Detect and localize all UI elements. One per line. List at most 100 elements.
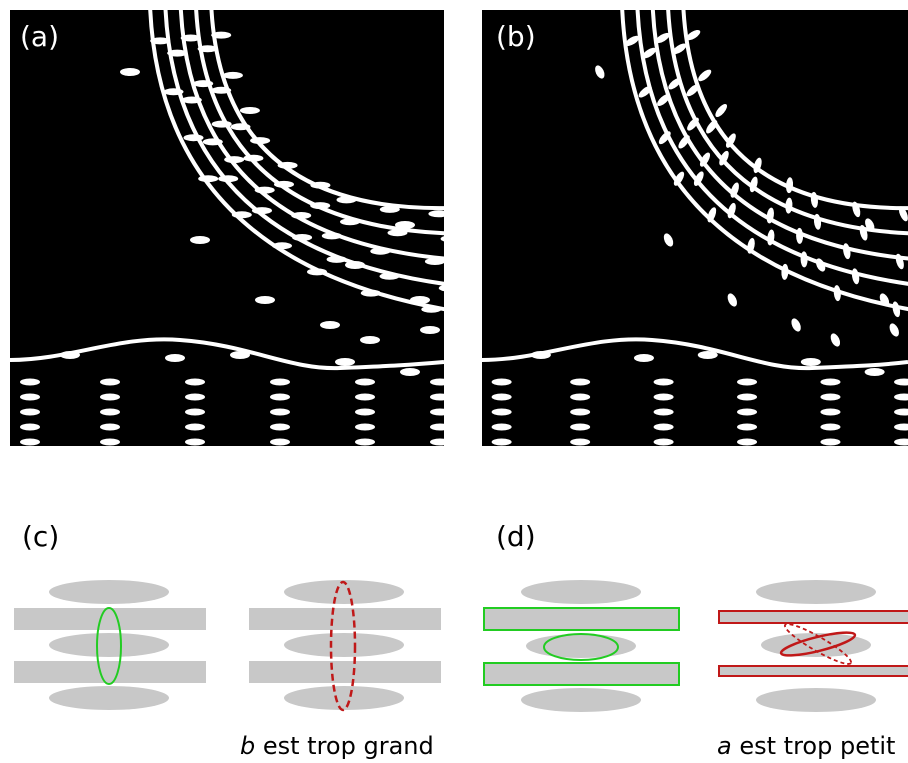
grain: [185, 423, 205, 431]
grain: [100, 393, 120, 401]
grain: [270, 438, 290, 446]
wavy-lamination: [10, 337, 444, 371]
grain: [100, 378, 120, 386]
panel-a-image: (a): [10, 10, 444, 446]
grain: [185, 393, 205, 401]
grain: [180, 34, 201, 42]
grain: [326, 255, 347, 263]
grain: [785, 197, 793, 214]
grain: [894, 393, 908, 401]
panel-d-correct-example: [483, 580, 680, 712]
grain: [355, 378, 375, 386]
grain: [183, 134, 204, 142]
grain: [410, 296, 430, 304]
grain: [20, 378, 40, 386]
grain: [211, 86, 232, 94]
gray-band: [14, 661, 206, 683]
panel-b-image: (b): [482, 10, 908, 446]
panel-a-canvas: [10, 10, 444, 446]
grain: [274, 180, 294, 188]
grain: [820, 408, 841, 416]
grain: [218, 175, 239, 183]
grain: [673, 171, 685, 186]
grain: [852, 201, 861, 218]
grain: [379, 205, 400, 213]
grain: [898, 206, 908, 222]
grain: [820, 423, 841, 431]
grain: [355, 423, 375, 431]
grain: [239, 107, 260, 114]
grain: [270, 423, 290, 431]
panel-a-label: (a): [20, 20, 60, 53]
grain: [686, 84, 700, 97]
grain: [491, 393, 512, 401]
gray-grain: [521, 580, 641, 604]
grain: [20, 423, 40, 431]
grain: [335, 358, 355, 366]
grain: [100, 438, 120, 446]
grain: [633, 354, 654, 362]
grain: [420, 326, 440, 334]
grain: [491, 408, 512, 416]
grain: [270, 408, 290, 416]
grain: [291, 212, 312, 219]
grain: [653, 378, 674, 386]
grain: [428, 210, 444, 218]
grain: [737, 378, 758, 386]
grain: [181, 96, 202, 104]
grain: [250, 137, 271, 145]
grain: [653, 393, 674, 401]
bad-filter-ellipse: [329, 580, 357, 712]
grain: [421, 305, 442, 313]
grain: [307, 268, 327, 276]
panel-b-label: (b): [496, 20, 536, 53]
grain: [252, 207, 272, 215]
grain: [395, 221, 415, 229]
gray-band: [14, 608, 206, 630]
grain: [892, 301, 901, 318]
grain: [570, 393, 591, 401]
grain: [820, 393, 841, 401]
grain: [20, 438, 40, 446]
grain: [310, 202, 331, 210]
grain: [387, 229, 408, 237]
grain: [272, 242, 292, 250]
gray-grain: [761, 633, 871, 657]
grain: [747, 237, 755, 254]
bad-band-outline: [718, 665, 908, 677]
grain: [355, 393, 375, 401]
grain: [211, 31, 232, 39]
grain: [699, 152, 711, 167]
grain: [270, 378, 290, 386]
grain: [894, 438, 908, 446]
bad-filter-ellipse-dashed: [784, 623, 852, 665]
gray-band: [249, 608, 441, 630]
curved-lamination: [148, 10, 444, 312]
curved-lamination: [194, 10, 444, 236]
grain: [895, 253, 904, 270]
grain: [292, 234, 313, 241]
grain: [657, 94, 670, 106]
grain: [781, 263, 789, 280]
caption-text: est trop grand: [255, 732, 434, 760]
grain: [864, 368, 885, 376]
grain: [355, 408, 375, 416]
caption-variable: b: [240, 732, 256, 760]
grain: [150, 37, 171, 45]
grain: [658, 131, 671, 145]
grain: [430, 438, 444, 446]
gray-grain: [756, 580, 876, 604]
grain: [693, 171, 704, 186]
grain: [719, 150, 729, 166]
grain: [686, 29, 701, 41]
grain: [749, 176, 758, 193]
caption-text: est trop petit: [731, 732, 896, 760]
grain: [725, 133, 736, 148]
grain: [202, 138, 223, 146]
good-filter-ellipse: [543, 633, 619, 661]
grain: [859, 224, 868, 241]
grain: [663, 233, 674, 247]
grain: [785, 177, 794, 194]
bad-filter-ellipse-solid: [779, 631, 857, 657]
panel-d-incorrect-example: [718, 580, 908, 712]
